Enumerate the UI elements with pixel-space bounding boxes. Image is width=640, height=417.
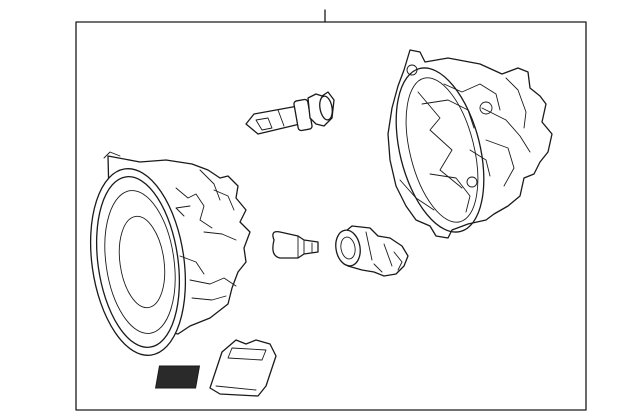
h-type-bulb-icon <box>245 91 335 135</box>
wedge-bulb-icon <box>272 231 319 259</box>
bulb-socket-icon <box>335 225 409 277</box>
control-module-icon <box>154 339 277 397</box>
mounting-bracket-icon <box>387 49 553 239</box>
fog-lamp-housing-icon <box>89 151 251 356</box>
diagram-frame <box>75 9 587 411</box>
